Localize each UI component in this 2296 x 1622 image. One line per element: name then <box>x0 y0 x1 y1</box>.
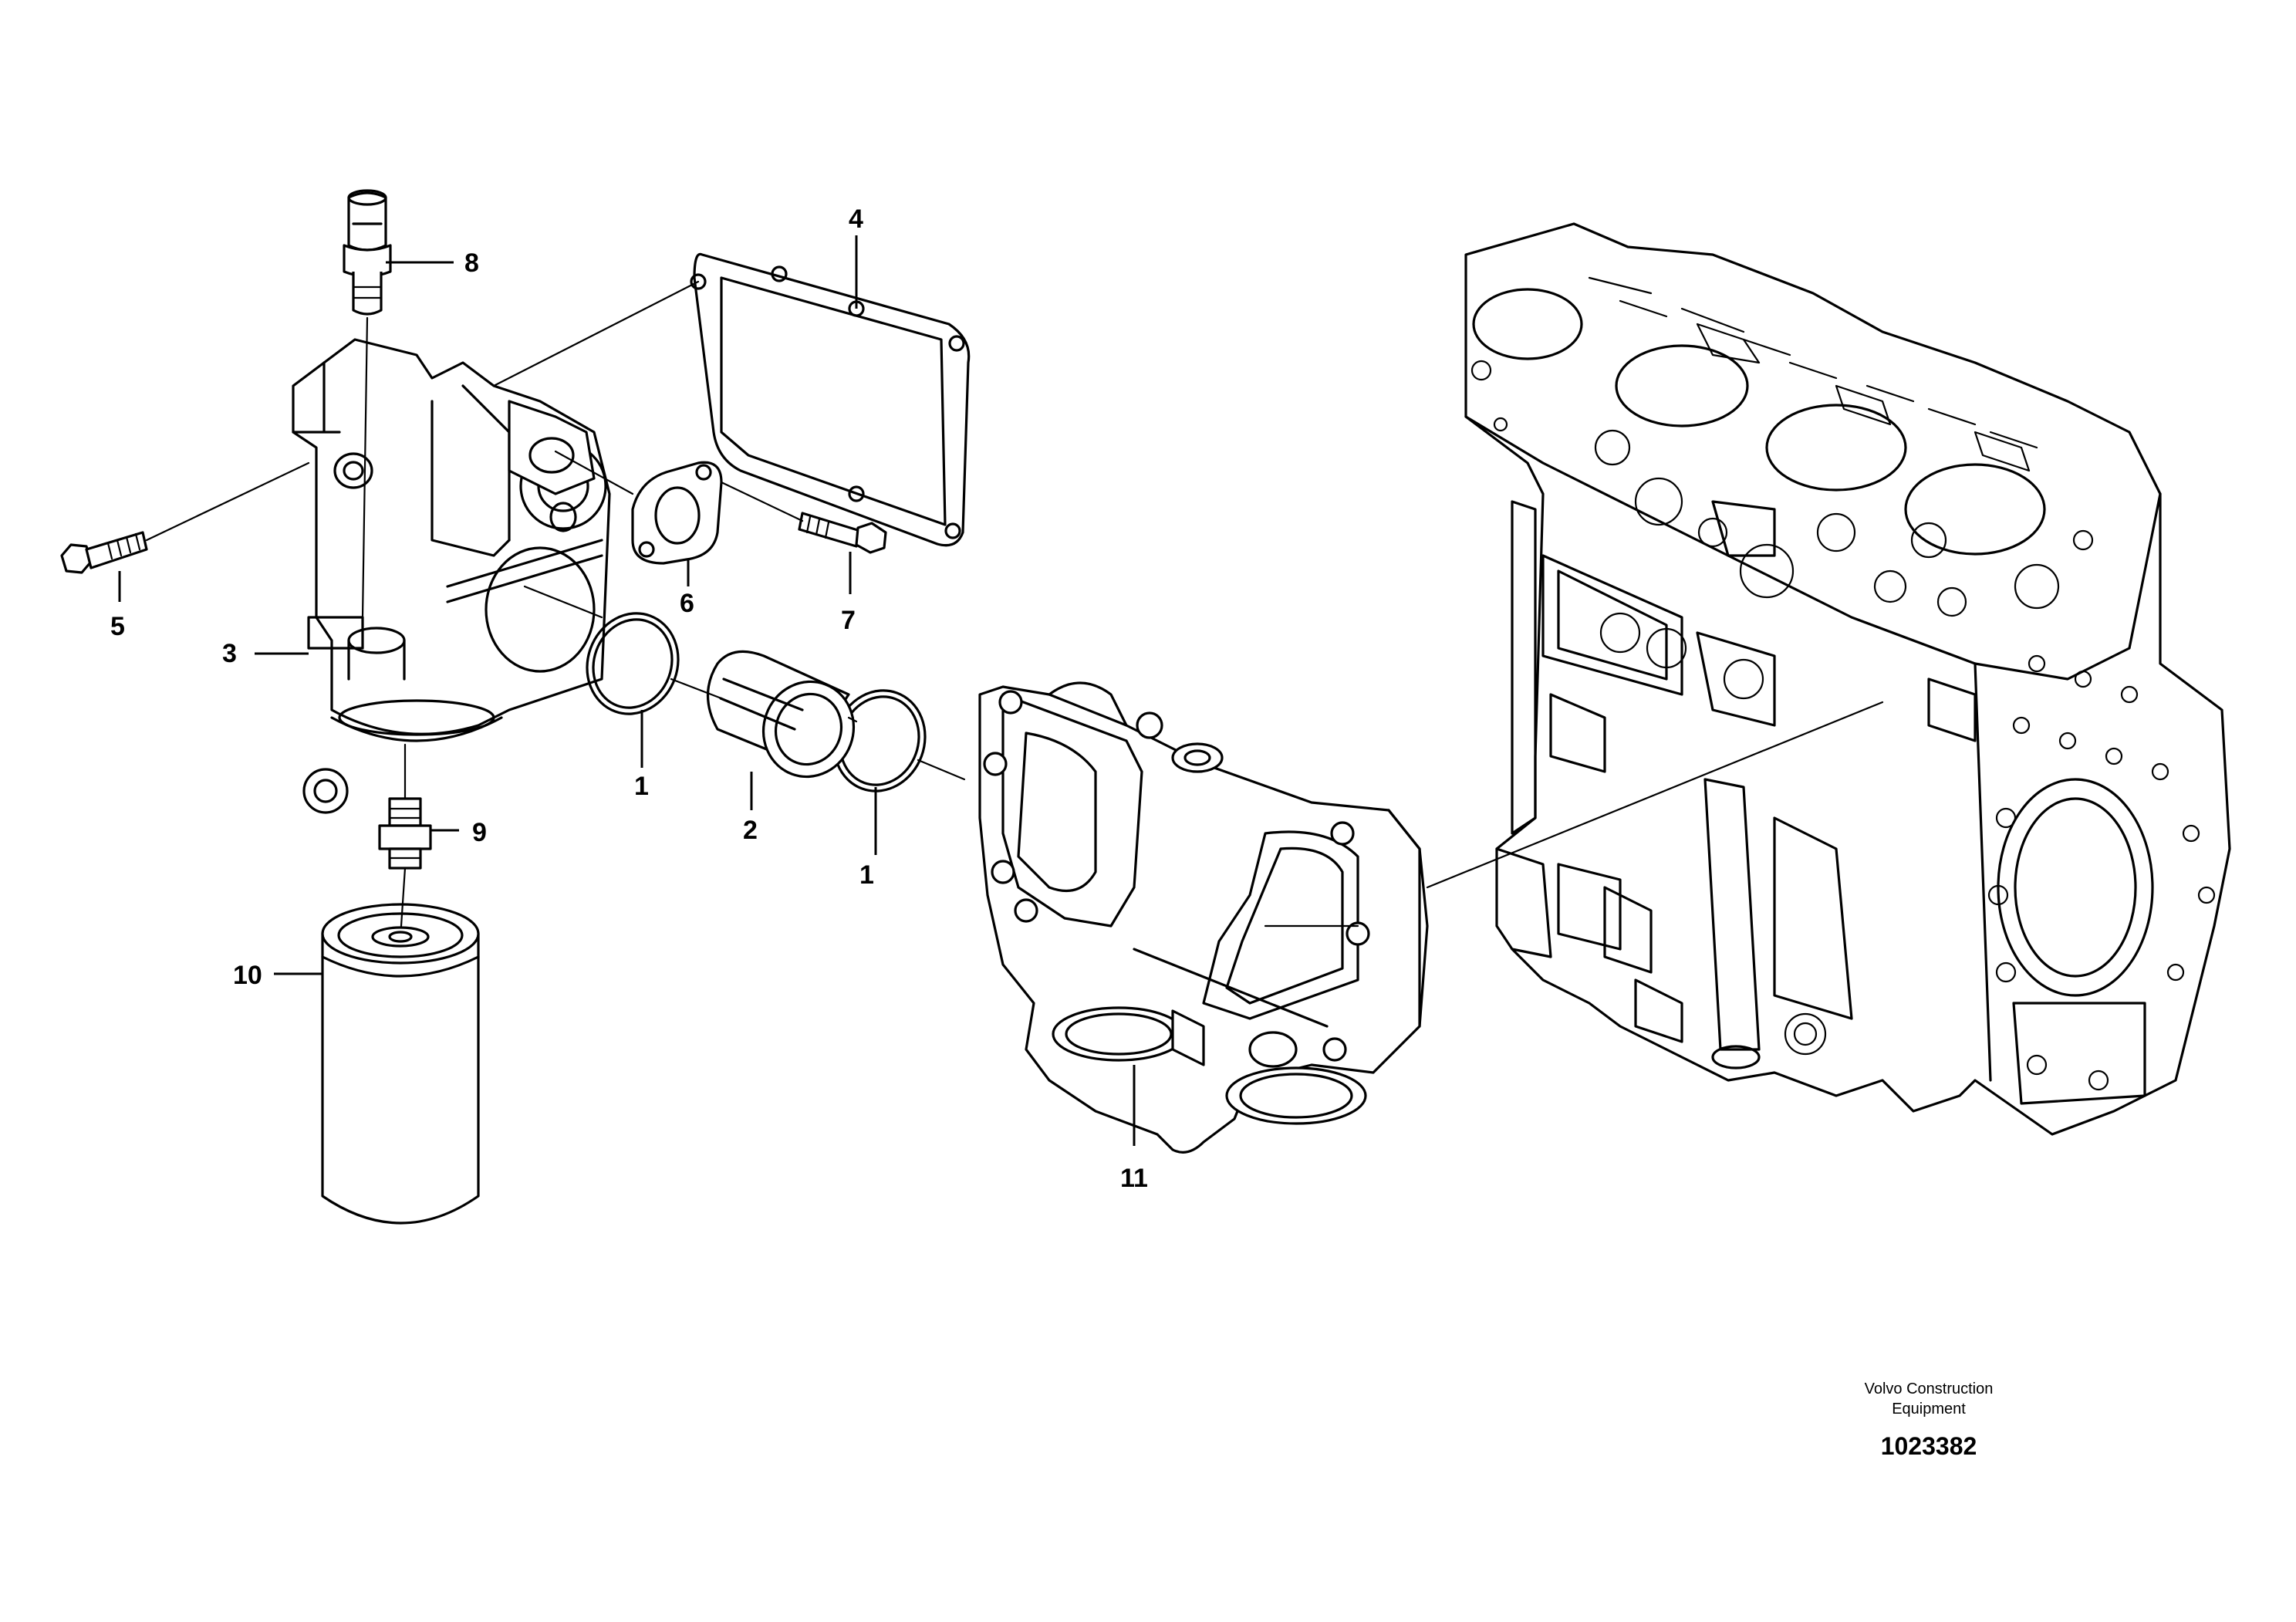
part-3-filter-housing <box>292 338 611 814</box>
part-6-flange-gasket <box>631 461 723 565</box>
part-8-sensor <box>343 189 392 316</box>
callout-labels: 8 4 5 6 7 3 1 2 1 9 10 11 <box>110 204 1148 1193</box>
part-4-gasket <box>690 252 971 547</box>
callout-4: 4 <box>849 204 863 234</box>
part-5-bolt <box>60 531 148 574</box>
callout-10: 10 <box>233 961 262 990</box>
callout-1-left: 1 <box>634 772 649 801</box>
part-1-oring-left <box>586 612 680 715</box>
callout-5: 5 <box>110 612 125 641</box>
part-10-oil-filter <box>321 903 480 1225</box>
engine-block <box>1464 222 2231 1136</box>
callout-8: 8 <box>464 248 479 278</box>
company-name-line2: Equipment <box>1892 1401 1966 1418</box>
part-11-oil-cooler-housing <box>978 681 1429 1154</box>
part-9-nipple <box>378 797 432 870</box>
callout-9: 9 <box>472 818 487 847</box>
footer: Volvo Construction Equipment 1023382 <box>1865 1380 1994 1460</box>
reference-number: 1023382 <box>1881 1432 1977 1460</box>
callout-1-right: 1 <box>859 860 874 890</box>
callout-6: 6 <box>680 589 694 618</box>
part-2-sleeve <box>706 650 856 779</box>
part-7-bolt <box>798 512 887 554</box>
callout-3: 3 <box>222 639 237 668</box>
callout-2: 2 <box>743 816 758 845</box>
assembly-lines <box>145 280 1884 928</box>
leader-lines <box>118 235 1136 1146</box>
callout-11: 11 <box>1120 1164 1148 1193</box>
callout-7: 7 <box>841 606 856 635</box>
company-name-line1: Volvo Construction <box>1865 1380 1994 1397</box>
